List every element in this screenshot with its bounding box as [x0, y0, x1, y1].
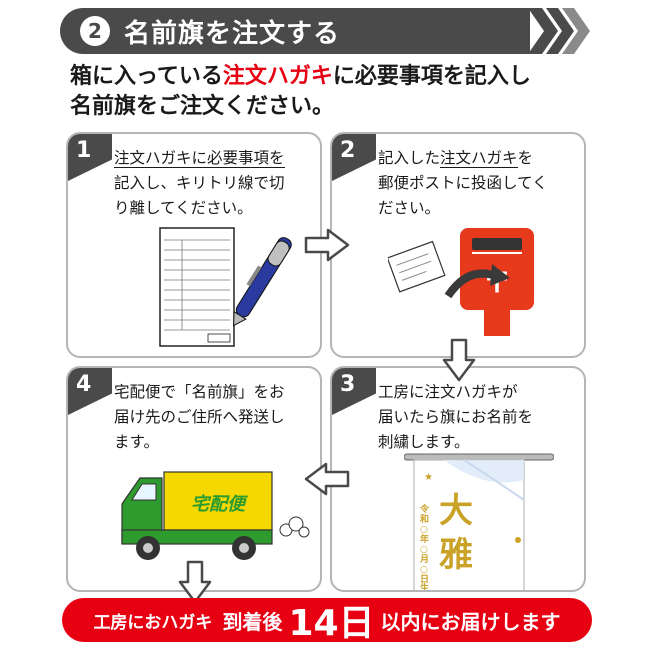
arrow-left-icon	[304, 462, 350, 496]
step-1-box: 1 注文ハガキに必要事項を 記入し、キリトリ線で切 り離してください。	[66, 132, 322, 358]
svg-text:年: 年	[420, 533, 429, 545]
intro-line2: 名前旗をご注文ください。	[70, 94, 335, 119]
section-number: 2	[80, 16, 110, 46]
step-2-box: 2 記入した注文ハガキを 郵便ポストに投函してく ださい。 〒	[330, 132, 586, 358]
banner-date: 令和○ 年○月 ○日生	[419, 503, 430, 592]
arrow-right-icon	[304, 228, 350, 262]
step-2-tab: 2	[332, 134, 376, 182]
notice-part1: 工房におハガキ	[93, 612, 213, 633]
delivery-notice-bar: 工房におハガキ 到着後 14日 以内にお届けします	[62, 598, 592, 644]
delivery-truck-illustration: 宅配便	[121, 471, 310, 560]
intro-line1-prefix: 箱に入っている	[70, 64, 223, 89]
step-3-tab: 3	[332, 368, 376, 416]
step-3-box: 3 工房に注文ハガキが 届いたら旗にお名前を 刺繍します。 ★ 大 雅 令和○ …	[330, 366, 586, 592]
banner-name-line2: 雅	[439, 535, 473, 575]
postbox-illustration: 〒	[388, 228, 534, 336]
notice-part2: 到着後	[222, 609, 283, 634]
step-1-tab: 1	[68, 134, 112, 182]
name-banner-illustration: ★ 大 雅 令和○ 年○月 ○日生	[404, 453, 554, 592]
svg-text:和: 和	[419, 513, 429, 525]
step-2-text: 記入した注文ハガキを 郵便ポストに投函してく ださい。	[378, 149, 548, 217]
section-title: 名前旗を注文する	[124, 18, 341, 49]
svg-text:○: ○	[420, 525, 428, 535]
arrow-down-icon	[442, 338, 476, 382]
step-4-text: 宅配便で「名前旗」をお 届け先のご住所へ発送し ます。	[114, 383, 285, 451]
intro-line1-suffix: に必要事項を記入し	[332, 64, 531, 89]
svg-text:○: ○	[420, 565, 428, 575]
notice-days: 14日	[288, 603, 375, 644]
truck-label: 宅配便	[191, 494, 249, 515]
svg-text:令: 令	[419, 503, 430, 515]
banner-name-line1: 大	[439, 491, 473, 531]
section-header: 2 名前旗を注文する	[60, 8, 530, 54]
step-4-tab: 4	[68, 368, 112, 416]
svg-text:日: 日	[420, 574, 429, 585]
arrow-down-icon-bottom	[178, 560, 212, 604]
intro-highlight: 注文ハガキ	[222, 64, 333, 89]
notice-part4: 以内にお届けします	[380, 609, 561, 634]
order-postcard-illustration	[159, 227, 292, 347]
svg-text:★: ★	[424, 472, 433, 483]
step-4-box: 4 宅配便で「名前旗」をお 届け先のご住所へ発送し ます。 宅配便	[66, 366, 322, 592]
svg-text:生: 生	[420, 582, 429, 592]
svg-text:月: 月	[419, 554, 429, 565]
chevron-arrows-icon	[528, 8, 590, 54]
step-1-text: 注文ハガキに必要事項を 記入し、キリトリ線で切 り離してください。	[114, 149, 285, 217]
step-3-text: 工房に注文ハガキが 届いたら旗にお名前を 刺繍します。	[378, 383, 534, 451]
svg-text:○: ○	[420, 545, 428, 555]
intro-text: 箱に入っている注文ハガキに必要事項を記入し 名前旗をご注文ください。	[70, 62, 630, 122]
